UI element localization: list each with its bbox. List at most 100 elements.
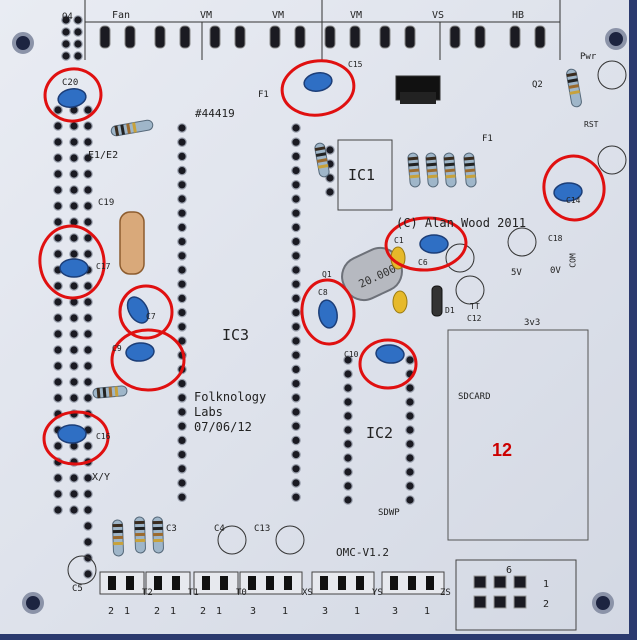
connector-pin xyxy=(126,576,134,590)
resistor-band xyxy=(566,72,577,78)
resistor-r9 xyxy=(112,519,124,557)
left-header-pad xyxy=(53,249,63,259)
terminal-pad xyxy=(154,25,166,49)
resistor-band xyxy=(444,162,455,167)
resistor-band xyxy=(443,156,455,161)
ic2-pin xyxy=(343,467,353,477)
resistor-band xyxy=(314,146,326,152)
ic3-pin xyxy=(291,435,301,446)
left-header-pad xyxy=(69,121,79,131)
resistor-band xyxy=(465,174,476,179)
resistor-band xyxy=(134,526,145,531)
ic2-pin xyxy=(405,439,415,449)
silk-sdwp: SDWP xyxy=(378,508,400,518)
ic2-pin xyxy=(405,425,415,435)
silk-ic1: IC1 xyxy=(348,166,376,184)
left-header-pad xyxy=(53,393,63,403)
connector-pin xyxy=(356,576,364,590)
connector-pin xyxy=(426,576,434,590)
connector-pin xyxy=(320,576,328,590)
left-header-pad xyxy=(69,393,79,403)
silk-date: 07/06/12 xyxy=(194,420,252,434)
terminal-pad xyxy=(234,25,246,49)
silk-vm-3: VM xyxy=(350,10,363,21)
left-header-pad xyxy=(83,297,93,307)
resistor-band xyxy=(112,535,124,540)
resistor-band xyxy=(134,532,146,537)
ic3-pin xyxy=(177,321,187,332)
left-header-pad xyxy=(69,473,79,483)
left-header-pad xyxy=(83,377,93,387)
ic3-pin xyxy=(291,279,301,289)
ic3-pin xyxy=(177,222,187,233)
left-header-pad xyxy=(83,473,93,483)
left-header-pad xyxy=(83,329,93,339)
ic3-pin xyxy=(291,251,301,261)
capacitor-c6 xyxy=(419,234,449,254)
ic2-pin xyxy=(405,495,415,505)
silk-c1: C1 xyxy=(394,236,404,245)
annotation-circle-c9 xyxy=(110,328,186,392)
silk-pin-t2-2: 2 xyxy=(154,606,161,617)
resistor-band xyxy=(464,168,476,173)
connector-pin xyxy=(154,576,162,590)
silk-xy: X/Y xyxy=(92,472,111,483)
mounting-hole-top-left xyxy=(12,32,34,54)
component-outline xyxy=(597,60,627,90)
silk-omc-version: OMC-V1.2 xyxy=(336,546,389,559)
silk-header-pin2: 2 xyxy=(543,599,550,610)
ic3-pin xyxy=(291,265,301,275)
resistor-band xyxy=(444,168,456,173)
silk-c8: C8 xyxy=(318,288,328,297)
terminal-pad xyxy=(324,25,336,49)
silk-c14: C14 xyxy=(566,196,581,205)
left-header-pad xyxy=(69,329,79,339)
silk-hb: HB xyxy=(512,10,525,21)
left-header-pad xyxy=(83,121,93,131)
resistor-r2 xyxy=(314,142,330,178)
resistor-band xyxy=(569,90,580,95)
resistor-band xyxy=(464,162,475,167)
silk-c20: C20 xyxy=(62,78,79,88)
silk-c6: C6 xyxy=(418,258,428,267)
left-header-pad xyxy=(53,233,63,243)
resistor-r7 xyxy=(566,68,582,108)
resistor-band xyxy=(445,174,456,179)
ic3-pin xyxy=(177,421,187,431)
annotation-circle-c8 xyxy=(300,278,356,346)
ic2-pin xyxy=(405,481,415,491)
ic3-pin xyxy=(177,307,187,318)
component-outline xyxy=(217,525,247,555)
resistor-r4 xyxy=(425,152,439,188)
annotation-circle-c10 xyxy=(358,338,418,390)
left-header-pad xyxy=(53,217,63,227)
left-header-pad xyxy=(69,505,79,515)
silk-c16: C16 xyxy=(96,432,111,441)
left-header-pad xyxy=(83,169,93,179)
silk-t0: T0 xyxy=(236,588,247,598)
ic3-pin xyxy=(291,463,301,474)
terminal-pad xyxy=(209,25,221,49)
ic2-pin xyxy=(343,369,353,379)
component-outline xyxy=(275,525,305,555)
left-header-pad xyxy=(69,169,79,179)
ic2-pin xyxy=(405,355,415,365)
silk-fan: Fan xyxy=(112,10,131,21)
ic3-pin xyxy=(177,265,187,275)
left-header-pad xyxy=(83,137,93,147)
silk-e1e2: E1/E2 xyxy=(88,150,119,161)
silk-c7: C7 xyxy=(146,312,156,321)
resistor-band xyxy=(426,168,438,173)
ic3-pin xyxy=(291,364,301,375)
connector-pin xyxy=(172,576,180,590)
left-header-pad xyxy=(69,313,79,323)
resistor-band xyxy=(135,538,146,543)
resistor-r6 xyxy=(463,152,477,188)
ic3-pin xyxy=(291,236,301,247)
annotation-circle-c7 xyxy=(118,284,174,340)
ic3-pin xyxy=(177,378,187,389)
terminal-pad xyxy=(294,25,306,49)
ic3-pin xyxy=(291,392,301,403)
resistor-band xyxy=(316,158,328,163)
tantalum-cap-2 xyxy=(392,290,408,314)
